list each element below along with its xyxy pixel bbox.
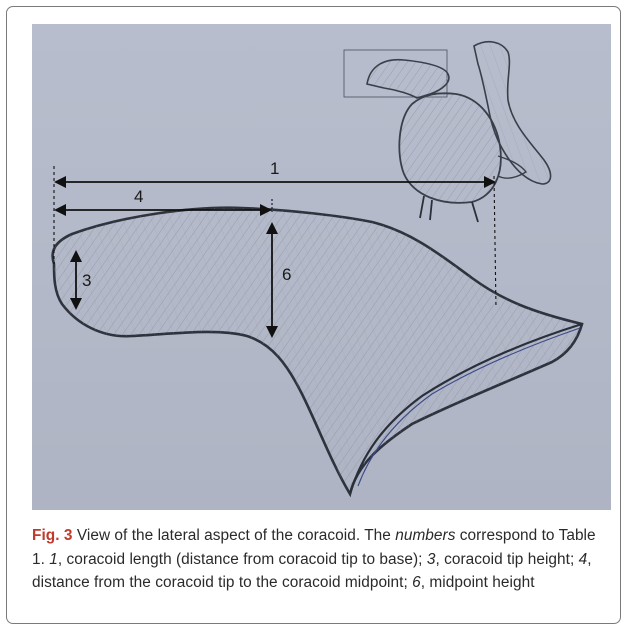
label-tip-to-midpoint: 4 — [134, 187, 143, 206]
caption-n4: 4 — [579, 551, 588, 568]
drawing-svg: 1 4 6 3 — [32, 24, 611, 510]
label-tip-height: 3 — [82, 271, 91, 290]
caption-d3: , coracoid tip height; — [435, 551, 578, 568]
caption-numbers-word: numbers — [395, 527, 455, 544]
caption-n6: 6 — [412, 574, 421, 591]
figure-container: 1 4 6 3 Fi — [6, 6, 621, 624]
coracoid-drawing: 1 4 6 3 — [32, 24, 611, 510]
caption-lead: View of the lateral aspect of the coraco… — [73, 527, 396, 544]
caption-d1: , coracoid length (distance from coracoi… — [58, 551, 427, 568]
label-midpoint-height: 6 — [282, 265, 291, 284]
figure-label: Fig. 3 — [32, 527, 73, 544]
scapula-sketch — [367, 42, 551, 222]
figure-caption: Fig. 3 View of the lateral aspect of the… — [32, 524, 612, 595]
label-length: 1 — [270, 159, 279, 178]
caption-n1: 1 — [49, 551, 58, 568]
coracoid-outline — [53, 208, 582, 494]
caption-d6: , midpoint height — [421, 574, 535, 591]
